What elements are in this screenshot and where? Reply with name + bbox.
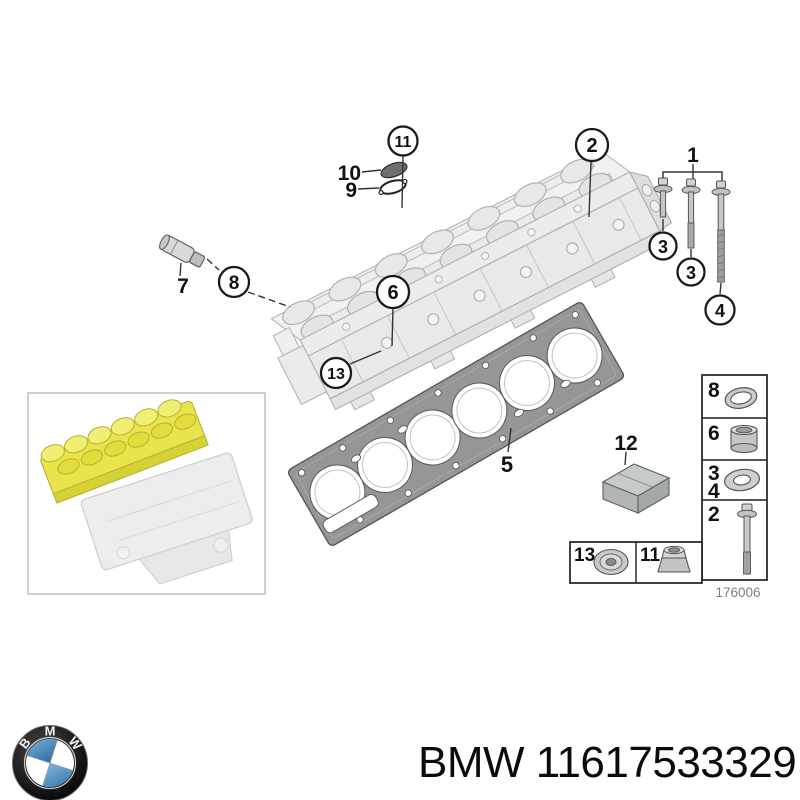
bolt-long-drawing <box>711 180 731 283</box>
camshaft-row-rear <box>278 153 597 330</box>
highlighted-cylinder-head <box>40 399 209 504</box>
gasket-bolt-holes <box>296 309 603 525</box>
legend-cell-13: 13 <box>574 545 629 576</box>
head-gasket-drawing <box>287 302 625 546</box>
callout-11: 11 <box>387 125 419 157</box>
leader-line-5 <box>507 427 512 453</box>
leader-line-4 <box>719 282 722 295</box>
label-10: 10 <box>338 162 361 185</box>
svg-text:6: 6 <box>708 422 720 445</box>
o-ring-part-drawing <box>378 178 408 196</box>
parts-kit-box-drawing: 12 <box>601 432 671 514</box>
label-7: 7 <box>177 275 189 298</box>
svg-text:11: 11 <box>640 545 661 566</box>
leader-line-6 <box>391 307 394 347</box>
leader-line-8b <box>247 291 291 308</box>
bolt-set-drawing: 1 3 3 <box>648 144 736 326</box>
svg-text:2: 2 <box>586 135 597 157</box>
bolt-medium-drawing <box>681 178 701 249</box>
engine-block-drawing <box>80 452 253 585</box>
label-12: 12 <box>614 432 637 455</box>
svg-text:13: 13 <box>327 366 345 383</box>
label-9: 9 <box>345 179 357 202</box>
legend-row-2: 2 <box>708 503 757 575</box>
legend-cell-11: 11 <box>640 545 691 573</box>
logo-letter-m: M <box>45 724 56 739</box>
bolt-icon <box>737 503 757 575</box>
bolt-short-drawing <box>653 177 673 218</box>
callout-3b: 3 <box>676 257 706 287</box>
callout-6: 6 <box>375 274 411 310</box>
svg-text:3: 3 <box>658 237 668 257</box>
part-number-text: BMW 11617533329 <box>418 738 796 787</box>
callout-8: 8 <box>217 265 251 299</box>
leader-line-7 <box>179 262 182 277</box>
drawing-number: 176006 <box>715 585 760 600</box>
leader-line-2 <box>588 160 592 218</box>
svg-text:8: 8 <box>708 379 720 402</box>
leader-line-10 <box>361 169 382 173</box>
legend-bottom-panel: 13 11 <box>569 541 703 584</box>
callout-3a: 3 <box>648 231 678 261</box>
o-ring-icon <box>724 387 758 409</box>
legend-column-panel: 8 6 3 4 2 <box>701 374 768 581</box>
leader-line-8a <box>206 258 220 271</box>
legend-row-3-4: 3 4 <box>708 462 760 503</box>
leader-line-12 <box>624 451 627 466</box>
flange-nut-icon <box>657 545 691 573</box>
washer-icon <box>724 468 760 492</box>
svg-text:6: 6 <box>387 282 398 304</box>
leader-line-11 <box>401 155 404 209</box>
screw-plug-icon <box>593 548 629 576</box>
svg-text:13: 13 <box>574 545 595 566</box>
dowel-sleeve-icon <box>730 424 758 454</box>
label-1: 1 <box>687 144 699 167</box>
callout-2: 2 <box>574 127 610 163</box>
svg-text:4: 4 <box>708 480 720 503</box>
callout-13: 13 <box>319 356 353 390</box>
sealing-cap-part-drawing <box>380 161 408 179</box>
svg-text:4: 4 <box>715 301 725 321</box>
legend-row-6: 6 <box>708 422 758 454</box>
engine-thumbnail <box>27 392 266 595</box>
legend-row-8: 8 <box>708 379 758 409</box>
label-5: 5 <box>501 452 513 477</box>
svg-text:11: 11 <box>395 134 412 151</box>
svg-text:2: 2 <box>708 503 720 526</box>
callout-4: 4 <box>704 294 736 326</box>
camshaft-sensor-part-drawing <box>159 234 206 268</box>
leader-line-9 <box>357 187 380 190</box>
svg-text:3: 3 <box>708 462 720 485</box>
svg-text:3: 3 <box>686 263 696 283</box>
svg-text:8: 8 <box>229 273 240 294</box>
leader-line-13 <box>349 350 382 365</box>
bmw-logo: B M W <box>12 724 88 800</box>
bmw-roundel-quarters <box>27 739 73 787</box>
